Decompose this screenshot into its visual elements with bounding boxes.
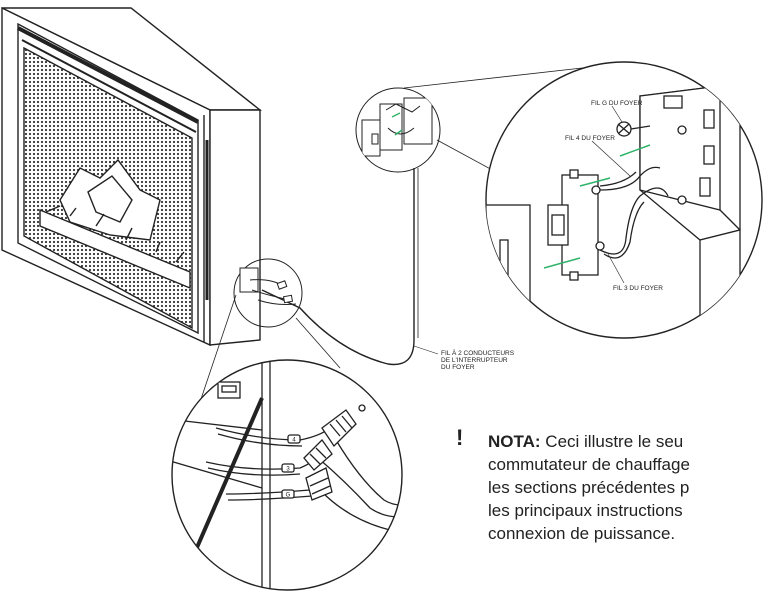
label-wire-3: FIL 3 DU FOYER (613, 285, 663, 292)
note-heading: NOTA: (488, 432, 541, 451)
tag-3: 3 (286, 467, 290, 473)
wire-nut-4 (321, 409, 357, 448)
note-line-3: les sections précédentes p (488, 478, 690, 497)
note-line-4: les principaux instructions (488, 501, 683, 520)
switch-detail-large (485, 61, 763, 339)
switch-cable (261, 168, 415, 366)
note-line-5: connexion de puissance. (488, 524, 676, 543)
label-cable-line2: DE L'INTERRUPTEUR (441, 357, 508, 364)
note-line-2: commutateur de chauffage (488, 455, 690, 474)
wire-nut-3 (303, 438, 333, 471)
warning-icon: ! (456, 425, 464, 450)
fireplace-junction (233, 258, 303, 328)
fireplace-illustration (1, 6, 263, 347)
label-wire-g: FIL G DU FOYER (591, 100, 643, 107)
ground-screw (616, 121, 651, 137)
label-cable-line3: DU FOYER (441, 364, 475, 371)
tag-g: G (286, 493, 291, 499)
label-wire-4: FIL 4 DU FOYER (565, 135, 615, 142)
note-line-1: Ceci illustre le seu (545, 432, 684, 451)
wire-nut-g (305, 467, 333, 501)
tag-4: 4 (292, 438, 296, 444)
switch-detail-small (355, 87, 441, 173)
connector-detail: 4 3 G (171, 359, 403, 591)
label-cable-line1: FIL À 2 CONDUCTEURS (441, 350, 515, 357)
leader-lines (199, 65, 601, 403)
